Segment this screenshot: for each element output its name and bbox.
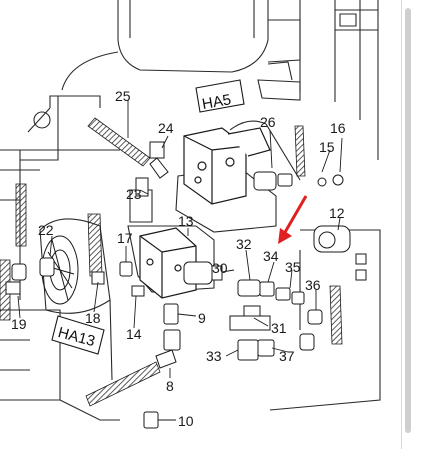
scrollbar-thumb[interactable] bbox=[405, 8, 411, 433]
pointer-arrow bbox=[278, 195, 308, 244]
callout-13: 13 bbox=[178, 213, 194, 229]
callout-37: 37 bbox=[279, 348, 295, 364]
callout-24: 24 bbox=[158, 120, 174, 136]
callout-19: 19 bbox=[11, 316, 27, 332]
fittings bbox=[5, 141, 367, 429]
callout-16: 16 bbox=[330, 120, 346, 136]
callout-36: 36 bbox=[305, 277, 321, 293]
exploded-parts-diagram: HA5 HA13 25 24 26 16 15 23 12 13 22 17 3… bbox=[0, 0, 381, 429]
mounting-block bbox=[139, 227, 197, 299]
callout-26: 26 bbox=[260, 114, 276, 130]
callout-25: 25 bbox=[115, 88, 131, 104]
leader-lines bbox=[17, 100, 343, 421]
callout-9: 9 bbox=[198, 310, 206, 326]
callout-33: 33 bbox=[206, 348, 222, 364]
callout-15: 15 bbox=[319, 139, 335, 155]
callout-32: 32 bbox=[236, 236, 252, 252]
callout-14: 14 bbox=[126, 326, 142, 342]
machine-housing bbox=[0, 0, 381, 421]
callout-10: 10 bbox=[178, 413, 194, 429]
valve-block bbox=[183, 127, 271, 205]
callout-23: 23 bbox=[126, 186, 142, 202]
callout-18: 18 bbox=[85, 310, 101, 326]
callout-35: 35 bbox=[285, 259, 301, 275]
callout-30: 30 bbox=[212, 260, 228, 276]
tag-ha5-label: HA5 bbox=[201, 91, 233, 113]
callout-8: 8 bbox=[166, 378, 174, 394]
callout-31: 31 bbox=[271, 320, 287, 336]
callout-22: 22 bbox=[38, 222, 54, 238]
tag-ha5: HA5 bbox=[195, 79, 245, 113]
callout-12: 12 bbox=[329, 205, 345, 221]
callouts: 25 24 26 16 15 23 12 13 22 17 32 34 30 3… bbox=[11, 88, 346, 429]
hoses bbox=[0, 117, 343, 407]
callout-34: 34 bbox=[263, 248, 279, 264]
callout-17: 17 bbox=[117, 230, 133, 246]
